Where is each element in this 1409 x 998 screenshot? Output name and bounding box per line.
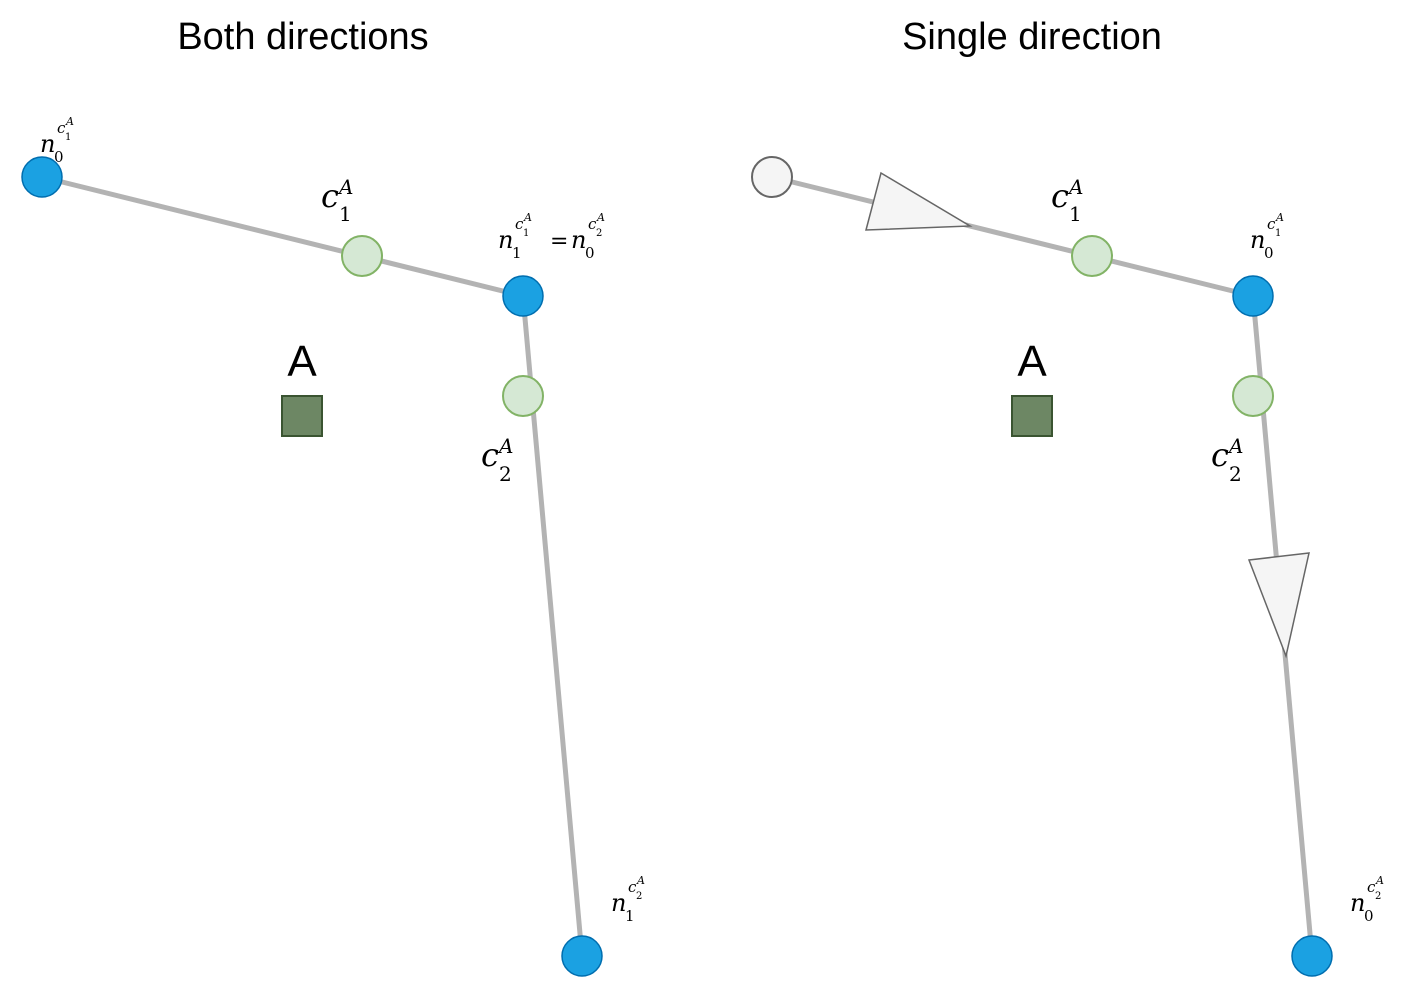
midpoint-c1	[341, 235, 383, 277]
label-c1: c 1 A	[321, 175, 353, 226]
svg-text:c: c	[57, 119, 66, 137]
edge-c1	[769, 174, 1256, 299]
svg-text:1: 1	[65, 132, 71, 143]
svg-text:0: 0	[54, 148, 64, 166]
node-n0-c1	[21, 156, 63, 198]
svg-text:1: 1	[1275, 228, 1281, 239]
svg-text:c: c	[1267, 215, 1276, 233]
svg-text:c: c	[1367, 878, 1376, 896]
svg-text:A: A	[523, 211, 532, 224]
svg-text:2: 2	[1229, 462, 1242, 486]
label-joint-equality: n 1 c 1 A = n 0 c 2 A	[498, 211, 605, 262]
svg-text:A: A	[1067, 175, 1083, 199]
area-label: A	[1017, 337, 1047, 386]
svg-text:1: 1	[1069, 202, 1082, 226]
svg-text:n: n	[498, 226, 513, 254]
svg-text:1: 1	[512, 244, 522, 262]
svg-text:c: c	[321, 177, 339, 215]
edge-c1	[39, 174, 526, 299]
svg-text:c: c	[515, 215, 524, 233]
svg-text:=: =	[550, 229, 568, 254]
label-c1: c 1 A	[1051, 175, 1083, 226]
midpoint-c2	[1232, 375, 1274, 417]
panel-single-direction: Single direction A c 1 A n 0 c 1 A c	[751, 16, 1384, 977]
svg-text:2: 2	[1375, 891, 1381, 902]
label-n0-c2: n 0 c 2 A	[1350, 874, 1384, 925]
label-c2: c 2 A	[481, 434, 513, 486]
svg-text:A: A	[1227, 434, 1243, 458]
svg-text:2: 2	[596, 228, 602, 239]
panel-title: Both directions	[177, 16, 428, 58]
panel-both-directions: Both directions A n 0 c 1 A c 1 A n 1 c	[21, 16, 645, 977]
midpoint-c1	[1071, 235, 1113, 277]
node-n0-c2	[1291, 935, 1333, 977]
svg-text:n: n	[40, 130, 55, 158]
svg-text:A: A	[1275, 211, 1284, 224]
start-node	[751, 156, 793, 198]
label-n0-c1: n 0 c 1 A	[1250, 211, 1284, 262]
svg-text:2: 2	[636, 891, 642, 902]
svg-text:A: A	[497, 434, 513, 458]
area-square	[1011, 395, 1053, 437]
label-n1-c2: n 1 c 2 A	[611, 874, 645, 925]
svg-text:n: n	[611, 889, 626, 917]
panel-title: Single direction	[902, 16, 1162, 58]
label-c2: c 2 A	[1211, 434, 1243, 486]
svg-text:1: 1	[523, 228, 529, 239]
node-joint	[1232, 275, 1274, 317]
svg-text:c: c	[1211, 436, 1229, 474]
svg-text:A: A	[337, 175, 353, 199]
midpoint-c2	[502, 375, 544, 417]
svg-text:c: c	[628, 878, 637, 896]
svg-text:0: 0	[1264, 244, 1274, 262]
label-n0-c1: n 0 c 1 A	[40, 115, 74, 166]
svg-text:A: A	[636, 874, 645, 887]
svg-text:0: 0	[1364, 907, 1374, 925]
svg-text:A: A	[65, 115, 74, 128]
svg-text:2: 2	[499, 462, 512, 486]
svg-text:1: 1	[625, 907, 635, 925]
svg-text:c: c	[481, 436, 499, 474]
direction-arrow-c1	[865, 171, 973, 231]
svg-text:n: n	[1350, 889, 1365, 917]
direction-arrow-c2	[1247, 552, 1310, 659]
svg-text:c: c	[1051, 177, 1069, 215]
node-n1-c2	[561, 935, 603, 977]
svg-text:A: A	[1375, 874, 1384, 887]
svg-text:1: 1	[339, 202, 352, 226]
svg-text:A: A	[596, 211, 605, 224]
svg-text:c: c	[588, 215, 597, 233]
area-label: A	[287, 337, 317, 386]
area-square	[281, 395, 323, 437]
node-joint	[502, 275, 544, 317]
svg-text:n: n	[1250, 226, 1265, 254]
svg-text:n: n	[571, 226, 586, 254]
svg-text:0: 0	[585, 244, 595, 262]
